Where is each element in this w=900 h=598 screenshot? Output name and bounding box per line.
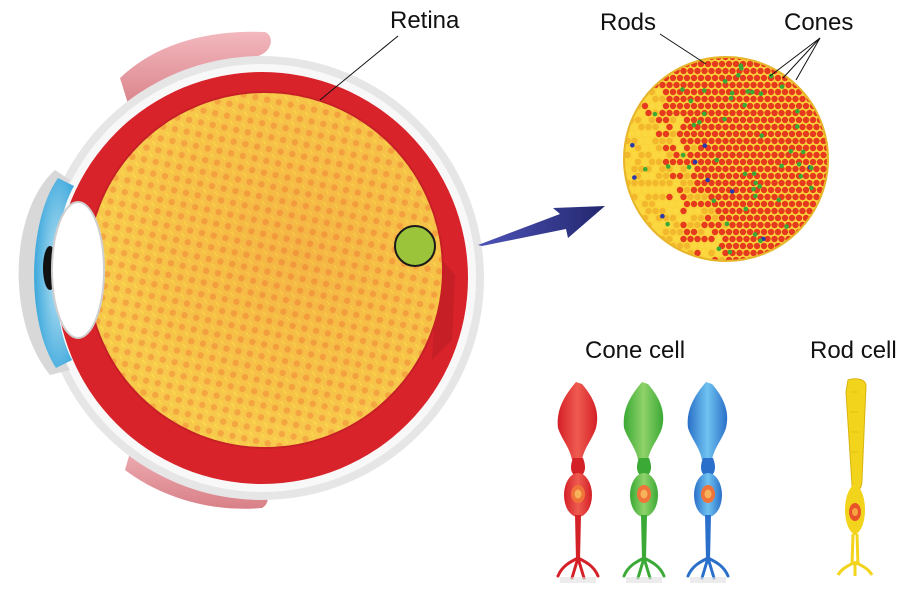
cone-photoreceptor-dot (758, 238, 763, 244)
cone-photoreceptor-dot (758, 91, 764, 97)
cone-photoreceptor-dot (728, 95, 734, 101)
cone-photoreceptor-dot (753, 193, 758, 199)
cone-photoreceptor-dot (745, 89, 751, 94)
rods-pointer-line (659, 33, 707, 65)
retina-pointer-line (319, 35, 399, 101)
cone-photoreceptor-dot (750, 89, 755, 95)
lens (51, 201, 105, 339)
cone-photoreceptor-dot (742, 102, 748, 108)
cone-photoreceptor-dot (742, 171, 748, 177)
cones-pointer-line-2 (782, 37, 821, 79)
cones-label: Cones (784, 9, 853, 36)
cone-photoreceptor-dot (800, 149, 806, 155)
upper-eyelid (120, 31, 271, 110)
cones-pointer-line-3 (795, 37, 821, 81)
cone-photoreceptor-dot (779, 84, 785, 89)
cone-photoreceptor-dot (751, 171, 757, 176)
cone-photoreceptor-dot (784, 224, 789, 229)
cone-photoreceptor-dot (752, 232, 758, 237)
cone-photoreceptor-dot (680, 87, 685, 92)
cone-photoreceptor-dot (697, 120, 702, 125)
cone-photoreceptor-dot (665, 164, 671, 169)
retina-zoom-spot (394, 225, 436, 267)
cone-photoreceptor-dot (701, 111, 707, 117)
cone-photoreceptor-dot (753, 180, 759, 186)
cone-photoreceptor-dot (779, 163, 784, 169)
zoom-arrow (478, 206, 605, 246)
rod-cell-label: Rod cell (810, 337, 897, 364)
cone-photoreceptor-dot (711, 198, 717, 204)
cone-photoreceptor-dot (757, 184, 763, 189)
cone-photoreceptor-dot (705, 177, 710, 183)
cone-photoreceptor-dot (724, 221, 730, 227)
cone-photoreceptor-dot (727, 249, 733, 255)
cone-photoreceptor-dot (701, 88, 707, 93)
cone-photoreceptor-dot (692, 159, 698, 165)
cone-photoreceptor-dot (702, 143, 708, 149)
rods-label: Rods (600, 9, 656, 36)
cone-photoreceptor-dot (665, 221, 670, 227)
cone-photoreceptor-dot (795, 109, 800, 114)
retina-label: Retina (390, 7, 460, 34)
cone-photoreceptor-dot (796, 162, 802, 167)
cone-photoreceptor-dot (776, 197, 782, 203)
cone-photoreceptor-dot (642, 166, 648, 172)
cone-photoreceptor-dot (736, 72, 741, 78)
green-cone-cell (622, 382, 666, 583)
cone-photoreceptor-dot (714, 157, 720, 163)
cone-photoreceptor-dot (660, 213, 665, 219)
cone-photoreceptor-dot (798, 173, 804, 179)
cone-photoreceptor-dot (729, 189, 735, 194)
cone-photoreceptor-dot (716, 246, 722, 252)
cone-photoreceptor-dot (722, 116, 727, 122)
cone-photoreceptor-dot (794, 124, 800, 129)
cone-photoreceptor-dot (632, 175, 637, 180)
red-cone-cell (556, 382, 600, 583)
rod-cell (836, 378, 874, 576)
cone-photoreceptor-dot (729, 90, 735, 96)
cone-cell-label: Cone cell (585, 337, 685, 364)
cone-photoreceptor-dot (691, 122, 697, 128)
eyeball (18, 31, 484, 509)
cone-photoreceptor-dot (680, 152, 686, 158)
cone-photoreceptor-dot (652, 111, 658, 117)
cone-photoreceptor-dot (809, 185, 814, 191)
retina-zoom-circle (623, 56, 829, 262)
cone-photoreceptor-dot (686, 164, 692, 170)
cone-photoreceptor-dot (759, 133, 764, 138)
cones-pointer-line-1 (769, 37, 821, 77)
cone-photoreceptor-dot (630, 142, 635, 148)
cone-photoreceptor-dot (722, 79, 728, 84)
cone-photoreceptor-dot (688, 98, 694, 104)
cone-photoreceptor-dot (808, 165, 814, 171)
cone-photoreceptor-dot (788, 148, 794, 154)
cone-photoreceptor-dot (743, 206, 749, 212)
cone-photoreceptor-dot (751, 186, 756, 192)
blue-cone-cell (686, 382, 730, 583)
cone-photoreceptor-dot (738, 65, 744, 71)
